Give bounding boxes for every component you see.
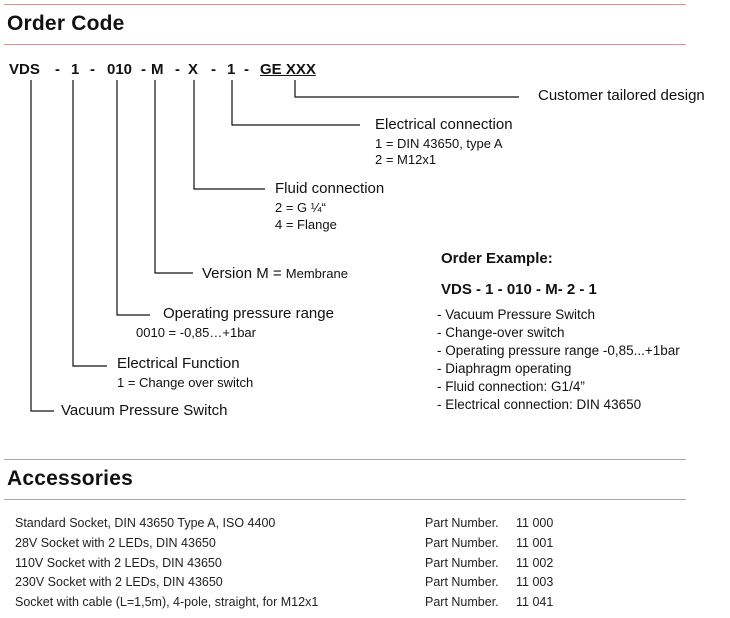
order-code-heading: Order Code	[7, 12, 125, 35]
accessory-part-label: Part Number.	[425, 595, 499, 609]
accessory-part-label: Part Number.	[425, 556, 499, 570]
leader-electrical-connection	[231, 80, 360, 126]
code-part-sep: -	[211, 61, 216, 78]
accessory-description: 28V Socket with 2 LEDs, DIN 43650	[15, 536, 216, 550]
code-part-x: X	[188, 61, 199, 78]
fluid-connection-option: 2 = G ¼“	[275, 200, 326, 215]
electrical-connection-label: Electrical connection	[375, 116, 513, 133]
order-example-item: - Vacuum Pressure Switch	[437, 307, 596, 322]
leader-customer	[294, 80, 519, 98]
code-part-sep: -	[244, 61, 249, 78]
electrical-connection-option: 1 = DIN 43650, type A	[375, 136, 503, 151]
accessory-description: 230V Socket with 2 LEDs, DIN 43650	[15, 575, 223, 589]
customer-design-label: Customer tailored design	[538, 87, 705, 104]
accessory-description: Standard Socket, DIN 43650 Type A, ISO 4…	[15, 516, 276, 530]
code-part-010: 010	[107, 61, 133, 78]
version-label-text: Version M =	[202, 265, 286, 282]
code-part-sep: -	[55, 61, 60, 78]
electrical-function-label: Electrical Function	[117, 355, 240, 372]
accessories-rule	[4, 499, 686, 500]
accessory-description: 110V Socket with 2 LEDs, DIN 43650	[15, 556, 222, 570]
code-part-gexxx: GE XXX	[260, 61, 316, 78]
fluid-connection-option: 4 = Flange	[275, 217, 337, 232]
pressure-range-label: Operating pressure range	[163, 305, 334, 322]
code-part-sep: -	[90, 61, 95, 78]
version-label: Version M = Membrane	[202, 265, 348, 282]
accessory-part-number: 11 041	[516, 595, 554, 609]
accessories-heading: Accessories	[7, 467, 133, 490]
order-example-item: - Operating pressure range -0,85...+1bar	[437, 343, 680, 358]
code-part-1: 1	[71, 61, 80, 78]
version-label-membrane: Membrane	[285, 266, 348, 281]
accessory-part-number: 11 003	[516, 575, 554, 589]
accessory-part-number: 11 000	[516, 516, 554, 530]
accessory-part-label: Part Number.	[425, 575, 499, 589]
leader-vacuum-switch	[30, 80, 54, 412]
order-example-code: VDS - 1 - 010 - M- 2 - 1	[441, 281, 597, 298]
code-part-sep: -	[175, 61, 180, 78]
accessory-part-label: Part Number.	[425, 536, 499, 550]
accessory-description: Socket with cable (L=1,5m), 4-pole, stra…	[15, 595, 319, 609]
order-example-item: - Change-over switch	[437, 325, 565, 340]
order-example-item: - Diaphragm operating	[437, 361, 572, 376]
order-example-title: Order Example:	[441, 250, 553, 267]
code-part-vds: VDS	[9, 61, 40, 78]
fluid-connection-label: Fluid connection	[275, 180, 385, 197]
order-example-item: - Electrical connection: DIN 43650	[437, 397, 642, 412]
code-part-sep: -	[141, 61, 146, 78]
leader-version	[154, 80, 193, 274]
code-part-1b: 1	[227, 61, 236, 78]
accessory-part-number: 11 001	[516, 536, 554, 550]
leader-electrical-function	[72, 80, 107, 367]
vacuum-switch-label: Vacuum Pressure Switch	[61, 402, 228, 419]
leader-pressure-range	[116, 80, 150, 316]
accessory-part-number: 11 002	[516, 556, 554, 570]
electrical-function-option: 1 = Change over switch	[117, 375, 254, 390]
accessories-top-rule	[4, 459, 686, 460]
order-code-rule	[4, 44, 686, 45]
pressure-range-option: 0010 = -0,85…+1bar	[136, 325, 256, 340]
top-rule	[4, 4, 686, 5]
electrical-connection-option: 2 = M12x1	[375, 152, 437, 167]
accessory-part-label: Part Number.	[425, 516, 499, 530]
order-example-item: - Fluid connection: G1/4”	[437, 379, 585, 394]
code-part-m: M	[151, 61, 164, 78]
leader-fluid-connection	[193, 80, 265, 190]
